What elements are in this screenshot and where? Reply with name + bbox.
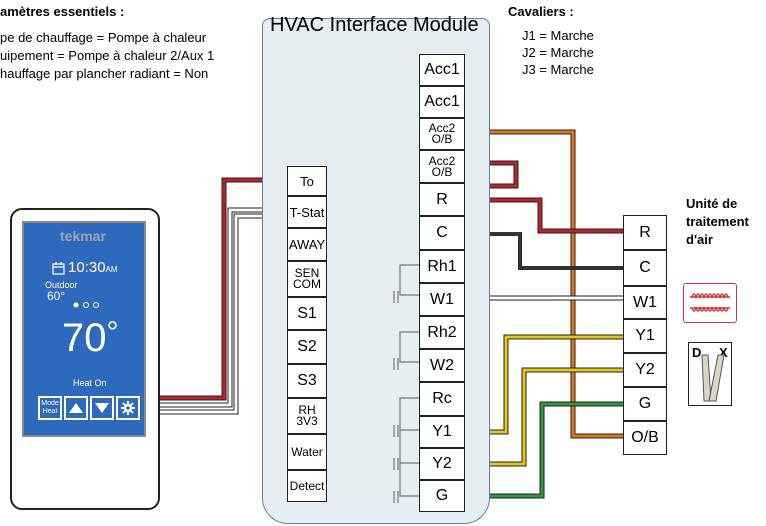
- terminal-y1: Y1: [419, 416, 465, 448]
- wire-acc2-loop: [465, 160, 519, 189]
- wire-yellow-y2: [465, 367, 623, 467]
- terminal-away: AWAY: [287, 228, 327, 261]
- terminal-r: R: [419, 183, 465, 216]
- wire-green-g: [465, 401, 623, 499]
- ah-terminal-y1: Y1: [623, 319, 667, 353]
- module-title: HVAC Interface Module: [270, 14, 479, 36]
- param-line-2: uipement = Pompe à chaleur 2/Aux 1: [0, 48, 215, 63]
- set-temperature: 70°: [62, 316, 119, 360]
- ah-terminal-c: C: [623, 250, 667, 286]
- set-temp-value: 70: [62, 316, 107, 360]
- up-arrow-icon: [69, 403, 83, 413]
- ah-terminal-w1: W1: [623, 286, 667, 319]
- thermostat-time: 10:30AM: [68, 259, 118, 276]
- set-temp-degree: °: [106, 316, 119, 349]
- ah-terminal-r: R: [623, 215, 667, 250]
- terminal-rh2: Rh2: [419, 316, 465, 349]
- terminal-g: G: [419, 480, 465, 512]
- gear-icon: [121, 401, 135, 415]
- mode-button[interactable]: Mode Heat: [38, 396, 62, 420]
- ah-terminal-g: G: [623, 387, 667, 421]
- settings-button[interactable]: [116, 396, 140, 420]
- terminal-s1: S1: [287, 297, 327, 330]
- air-handler-label-3: d'air: [686, 232, 713, 247]
- jumper-line-3: J3 = Marche: [522, 62, 594, 77]
- down-button[interactable]: [90, 396, 114, 420]
- terminal-s2: S2: [287, 330, 327, 364]
- time-ampm: AM: [105, 265, 118, 274]
- wire-orange-ob: [465, 129, 623, 439]
- wire-black-c: [465, 232, 623, 270]
- air-handler-label-1: Unité de: [686, 196, 738, 211]
- jumpers-heading: Cavaliers :: [508, 4, 574, 19]
- terminal-acc1-b: Acc1: [419, 86, 465, 118]
- wire-thermostat-to: [160, 177, 287, 415]
- ah-terminal-y2: Y2: [623, 353, 667, 387]
- terminal-s3: S3: [287, 364, 327, 398]
- terminal-to: To: [287, 166, 327, 196]
- wire-red-r: [465, 197, 623, 234]
- dx-letter-x: X: [719, 345, 728, 360]
- ah-terminal-ob: O/B: [623, 421, 667, 455]
- down-arrow-icon: [95, 403, 109, 413]
- outdoor-temp: 60°: [47, 289, 66, 303]
- param-line-3: hauffage par plancher radiant = Non: [0, 66, 209, 81]
- page-dots: [73, 302, 99, 308]
- electric-heater-icon: [683, 283, 737, 323]
- params-heading: amètres essentiels :: [0, 4, 125, 19]
- up-button[interactable]: [64, 396, 88, 420]
- mode-label: Mode: [41, 400, 59, 407]
- terminal-t-stat: T-Stat: [287, 196, 327, 228]
- terminal-rc: Rc: [419, 382, 465, 416]
- terminal-y2: Y2: [419, 448, 465, 480]
- status-text: Heat On: [73, 378, 107, 388]
- terminal-water: Water: [287, 434, 327, 470]
- terminal-w2: W2: [419, 349, 465, 382]
- tekmar-logo: tekmar: [60, 228, 106, 244]
- time-value: 10:30: [68, 259, 106, 276]
- air-handler-label-2: traitement: [686, 214, 749, 229]
- outdoor-label: Outdoor: [45, 280, 78, 290]
- mode-value: Heat: [42, 408, 58, 415]
- jumper-line-2: J2 = Marche: [522, 45, 594, 60]
- jumper-line-1: J1 = Marche: [522, 28, 594, 43]
- terminal-acc1-a: Acc1: [419, 54, 465, 86]
- damper-dx-icon: D X: [688, 342, 732, 406]
- terminal-rh1: Rh1: [419, 250, 465, 283]
- dx-letter-d: D: [692, 345, 702, 360]
- param-line-1: pe de chauffage = Pompe à chaleur: [0, 30, 207, 45]
- calendar-icon: [52, 262, 65, 275]
- terminal-c: C: [419, 216, 465, 250]
- terminal-w1: W1: [419, 283, 465, 316]
- terminal-detect: Detect: [287, 470, 327, 502]
- relay-contacts: [393, 264, 419, 503]
